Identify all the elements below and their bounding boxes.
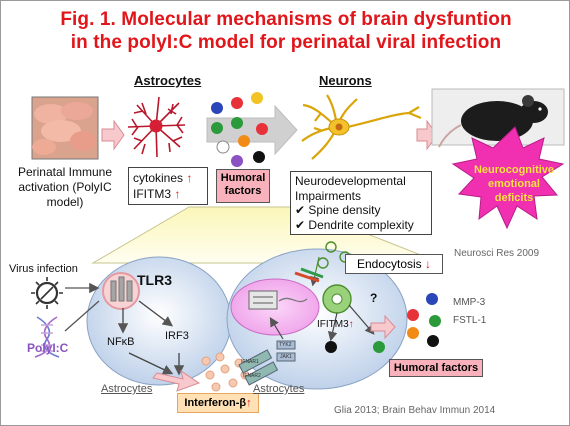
- dendrite-complexity-label: Dendrite complexity: [308, 218, 414, 232]
- astrocytes-right-label: Astrocytes: [253, 383, 305, 395]
- astrocyte-soma: [149, 119, 163, 133]
- polyic-label: PolyI:C: [27, 341, 69, 355]
- endocytosis-box: Endocytosis ↓: [345, 254, 443, 274]
- virus-infection-label: Virus infection: [9, 263, 78, 275]
- jak1-label: JAK1: [280, 354, 292, 360]
- perinatal-pups-image: [31, 96, 99, 160]
- interferon-up-arrow: ↑: [246, 397, 252, 409]
- ifnar1-label: IFNAR1: [241, 359, 259, 365]
- astrocyte-illustration: [127, 96, 186, 158]
- perinatal-label: Perinatal Immune activation (PolyIC mode…: [17, 165, 113, 209]
- virus-icon: [31, 277, 63, 309]
- neurodev-box: Neurodevelopmental Impairments ✔ Spine d…: [290, 171, 432, 235]
- humoral-factors-bottom-box: Humoral factors: [389, 359, 483, 377]
- astrocytes-left-label: Astrocytes: [101, 383, 153, 395]
- arrow-to-humoral-factors: [370, 314, 396, 340]
- neurodev-title: Neurodevelopmental Impairments: [295, 174, 406, 203]
- output-factor-dots: [407, 293, 441, 347]
- ifitm3-top-label: IFITM3: [133, 187, 171, 201]
- irf3-label: IRF3: [165, 330, 189, 342]
- question-mark: ?: [370, 291, 378, 305]
- arrow-polyic-to-tlr3: [64, 300, 100, 332]
- ifnar2-label: IFNAR2: [243, 373, 261, 379]
- ifitm3-bottom-label: IFITM3: [317, 319, 349, 330]
- arrow-interferon: [152, 369, 201, 392]
- cytokines-up-arrow: ↑: [186, 171, 193, 185]
- astrocyte-outcome-box: cytokines ↑ IFITM3 ↑: [128, 167, 208, 205]
- citation-bottom: Glia 2013; Brain Behav Immun 2014: [334, 405, 496, 416]
- figure-title-line1: Fig. 1. Molecular mechanisms of brain dy…: [60, 9, 512, 30]
- arrow-humoral-to-neuron: [206, 104, 298, 156]
- arrow-pups-to-astrocyte: [101, 119, 125, 151]
- interferon-label: Interferon-β: [184, 397, 247, 409]
- check-icon: ✔: [295, 218, 306, 232]
- astrocytes-header: Astrocytes: [134, 73, 202, 88]
- nfkb-label: NFκB: [107, 336, 135, 348]
- endocytosis-down-arrow: ↓: [425, 257, 432, 271]
- citation-top: Neurosci Res 2009: [454, 248, 540, 259]
- ifnar-receptor-complex: [238, 340, 296, 386]
- tyk2-label: TYK2: [279, 342, 292, 348]
- ifitm3-bottom-up-arrow: ↑: [348, 319, 354, 330]
- deficits-label: Neurocognitive emotional deficits: [473, 164, 555, 204]
- check-icon: ✔: [295, 203, 306, 217]
- tlr3-label: TLR3: [137, 272, 172, 288]
- endocytosis-label: Endocytosis: [356, 257, 422, 271]
- humoral-factors-top-box: Humoral factors: [216, 169, 270, 203]
- spine-density-label: Spine density: [308, 203, 381, 217]
- neurons-header: Neurons: [319, 73, 372, 88]
- gene-box-icon: [248, 290, 308, 310]
- ifitm3-up-arrow: ↑: [174, 187, 181, 201]
- mmp3-label: MMP-3: [453, 297, 486, 308]
- figure-title-line2: in the polyI:C model for perinatal viral…: [70, 32, 502, 53]
- deficits-starburst: [451, 126, 565, 230]
- interferon-box: Interferon-β↑: [177, 393, 259, 413]
- polyic-helix-icon: [34, 316, 60, 358]
- cytokines-label: cytokines: [133, 171, 184, 185]
- tlr3-receptor: [110, 276, 133, 302]
- neuron-illustration: [301, 94, 422, 160]
- fstl1-label: FSTL-1: [453, 315, 487, 326]
- humoral-factor-dots: [211, 92, 268, 167]
